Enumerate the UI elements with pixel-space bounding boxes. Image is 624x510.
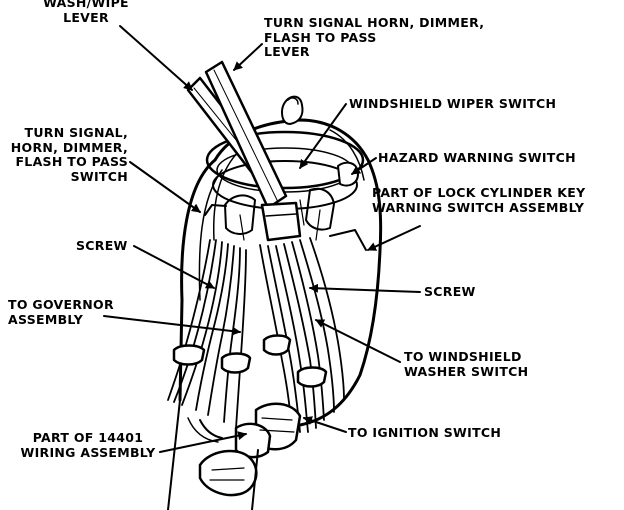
label-governor-assembly: TO GOVERNOR ASSEMBLY bbox=[8, 297, 114, 327]
leader-governor bbox=[103, 315, 241, 336]
label-wash-wipe-lever: WASH/WIPE LEVER bbox=[43, 0, 129, 25]
lower-rod-center bbox=[251, 449, 259, 510]
label-screw-left: SCREW bbox=[76, 238, 128, 253]
label-washer-switch: TO WINDSHIELD WASHER SWITCH bbox=[404, 349, 529, 379]
label-ignition-switch: TO IGNITION SWITCH bbox=[348, 425, 502, 440]
label-lock-cylinder-switch: PART OF LOCK CYLINDER KEY WARNING SWITCH… bbox=[372, 185, 586, 215]
leader-wash-wipe bbox=[119, 25, 193, 91]
leader-turn-signal-lever bbox=[233, 43, 263, 71]
label-wiring-assembly: PART OF 14401 WIRING ASSEMBLY bbox=[20, 430, 156, 460]
leader-screw-left bbox=[133, 245, 215, 289]
label-turn-signal-lever: TURN SIGNAL HORN, DIMMER, FLASH TO PASS … bbox=[264, 15, 485, 59]
hazard-knob bbox=[337, 161, 359, 187]
column-housing bbox=[178, 158, 217, 402]
leader-hazard bbox=[351, 157, 377, 175]
lever-base bbox=[260, 201, 302, 242]
leader-lock-cylinder bbox=[367, 225, 421, 251]
leader-ignition bbox=[303, 416, 347, 433]
lower-rod-left bbox=[167, 399, 181, 510]
wire-ties bbox=[172, 334, 328, 388]
governor-wire-ribbon bbox=[199, 419, 223, 439]
ignition-connector bbox=[234, 402, 302, 459]
leader-screw-right bbox=[309, 283, 421, 293]
label-hazard-warning-switch: HAZARD WARNING SWITCH bbox=[378, 150, 576, 165]
top-cap bbox=[281, 95, 304, 125]
label-turn-signal-switch: TURN SIGNAL, HORN, DIMMER, FLASH TO PASS… bbox=[10, 125, 128, 184]
leader-washer-switch bbox=[315, 319, 401, 363]
wire-bundle-left bbox=[167, 239, 247, 429]
leader-turn-signal-switch bbox=[129, 161, 201, 213]
wiring-harness-connector bbox=[198, 449, 258, 497]
label-screw-right: SCREW bbox=[424, 284, 476, 299]
leader-wiper-switch bbox=[299, 103, 347, 169]
leader-wiring-assembly bbox=[159, 431, 247, 453]
label-windshield-wiper-switch: WINDSHIELD WIPER SWITCH bbox=[349, 96, 557, 111]
